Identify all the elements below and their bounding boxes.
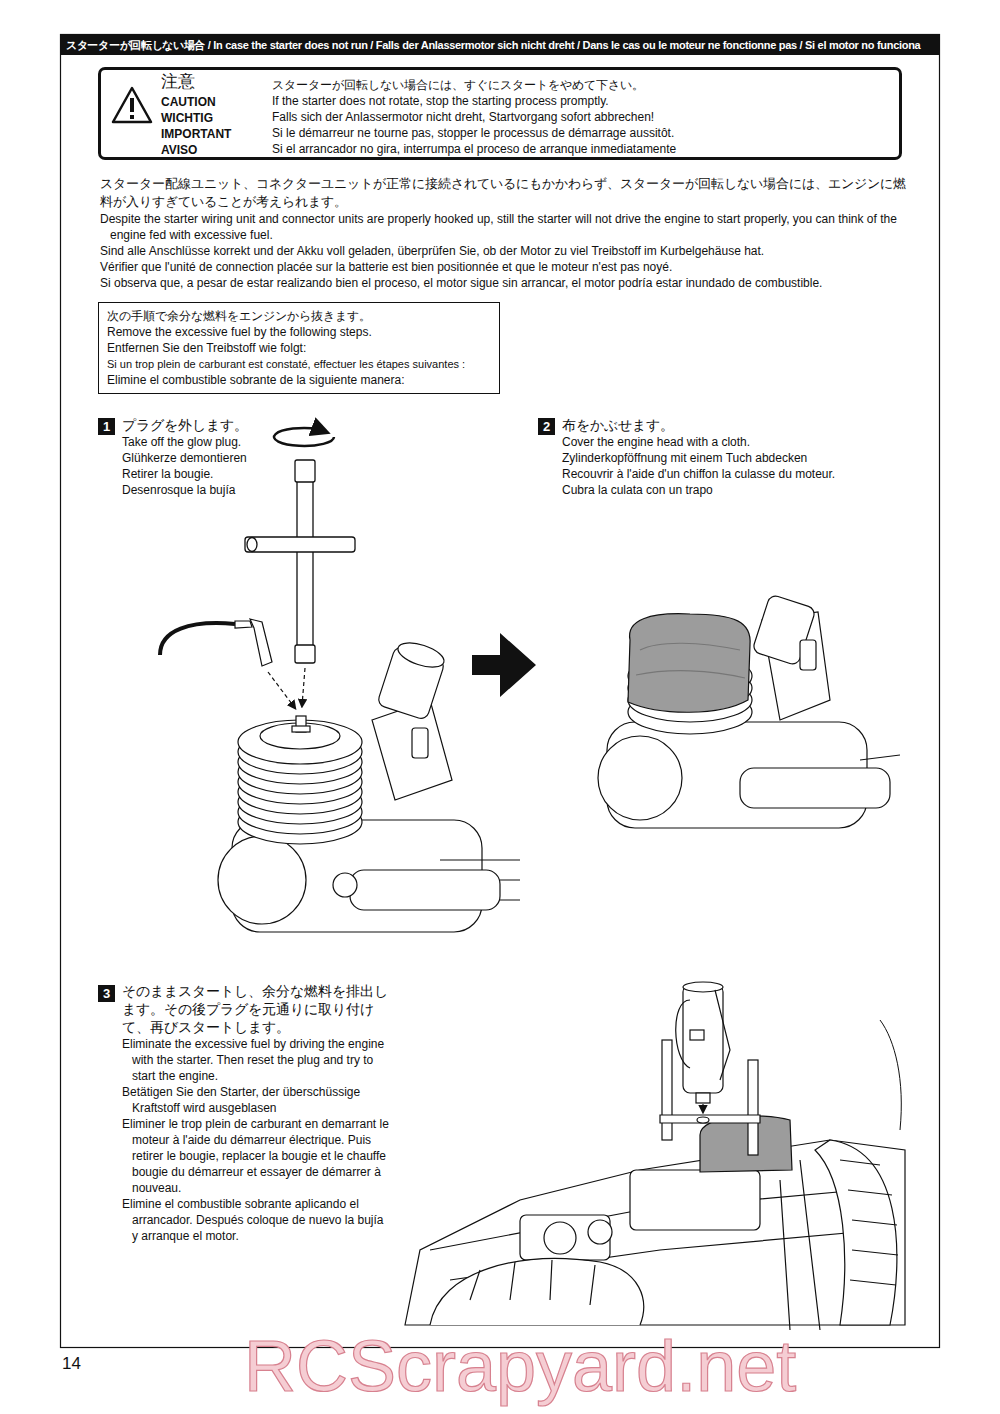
caution-text: Si le démarreur ne tourne pas, stopper l… (272, 125, 674, 141)
step-number: 1 (98, 418, 115, 435)
intro-text: Sind alle Anschlüsse korrekt und der Akk… (100, 243, 912, 259)
step-text: そのままスタートし、余分な燃料を排出します。その後プラグを元通りに取り付けて、再… (122, 982, 390, 1036)
watermark: RCScrapyard.net (244, 1326, 796, 1406)
intro-text: Despite the starter wiring unit and conn… (100, 211, 912, 243)
page-number: 14 (62, 1354, 81, 1374)
engine (218, 638, 520, 932)
step-text: Glühkerze demontieren (122, 450, 422, 466)
page-frame (61, 35, 940, 1348)
caution-text: Falls sich der Anlassermotor nicht dreht… (272, 109, 654, 125)
step-text: プラグを外します。 (122, 416, 422, 434)
step-text: Desenrosque la bujía (122, 482, 422, 498)
caution-heading: 注意 (161, 74, 195, 90)
step-text: Zylinderkopföffnung mit einem Tuch abdec… (562, 450, 902, 466)
step-text: Eliminer le trop plein de carburant en d… (122, 1116, 390, 1196)
step-text: Recouvrir à l'aide d'un chiffon la culas… (562, 466, 902, 482)
step-number: 2 (538, 418, 555, 435)
caution-box: 注意 CAUTIONWICHTIGIMPORTANTAVISO スターターが回転しな… (98, 67, 902, 160)
instruction-text: Entfernen Sie den Treibstoff wie folgt: (107, 340, 491, 356)
step-text: Cubra la culata con un trapo (562, 482, 902, 498)
caution-heading: AVISO (161, 142, 197, 158)
step-text: Take off the glow plug. (122, 434, 422, 450)
page-heading: スターターが回転しない場合 / In case the starter does… (66, 38, 920, 52)
engine-covered (598, 594, 900, 828)
caution-text: スターターが回転しない場合には、すぐにスタートをやめて下さい。 (272, 77, 644, 93)
caution-heading: IMPORTANT (161, 126, 231, 142)
step-text: Cover the engine head with a cloth. (562, 434, 902, 450)
car-with-starter (405, 982, 905, 1330)
plug-cap-wire (160, 619, 305, 708)
next-arrow (472, 633, 536, 697)
instruction-text: 次の手順で余分な燃料をエンジンから抜きます。 (107, 308, 491, 324)
step-text: Elimine el combustible sobrante aplicand… (122, 1196, 390, 1244)
intro-text: Vérifier que l'unité de connection placé… (100, 259, 912, 275)
step-text: Retirer la bougie. (122, 466, 422, 482)
header-bar (60, 34, 940, 55)
instruction-text: Si un trop plein de carburant est consta… (107, 356, 491, 372)
step-text: 布をかぶせます。 (562, 416, 902, 434)
step-text: Eliminate the excessive fuel by driving … (122, 1036, 390, 1084)
caution-heading: CAUTION (161, 94, 216, 110)
warning-icon (111, 86, 153, 124)
instruction-text: Remove the excessive fuel by the followi… (107, 324, 491, 340)
rotation-arrow (274, 428, 334, 446)
instruction-box: 次の手順で余分な燃料をエンジンから抜きます。Remove the excessi… (98, 302, 500, 394)
caution-text: If the starter does not rotate, stop the… (272, 93, 609, 109)
instruction-text: Elimine el combustible sobrante de la si… (107, 372, 491, 388)
step-text: Betätigen Sie den Starter, der überschüs… (122, 1084, 390, 1116)
intro-text: Si observa que, a pesar de estar realiza… (100, 275, 912, 291)
step-number: 3 (98, 985, 115, 1002)
caution-heading: WICHTIG (161, 110, 213, 126)
intro-text: スターター配線ユニット、コネクターユニットが正常に接続されているにもかかわらず、… (100, 175, 912, 211)
caution-text: Si el arrancador no gira, interrumpa el … (272, 141, 676, 157)
